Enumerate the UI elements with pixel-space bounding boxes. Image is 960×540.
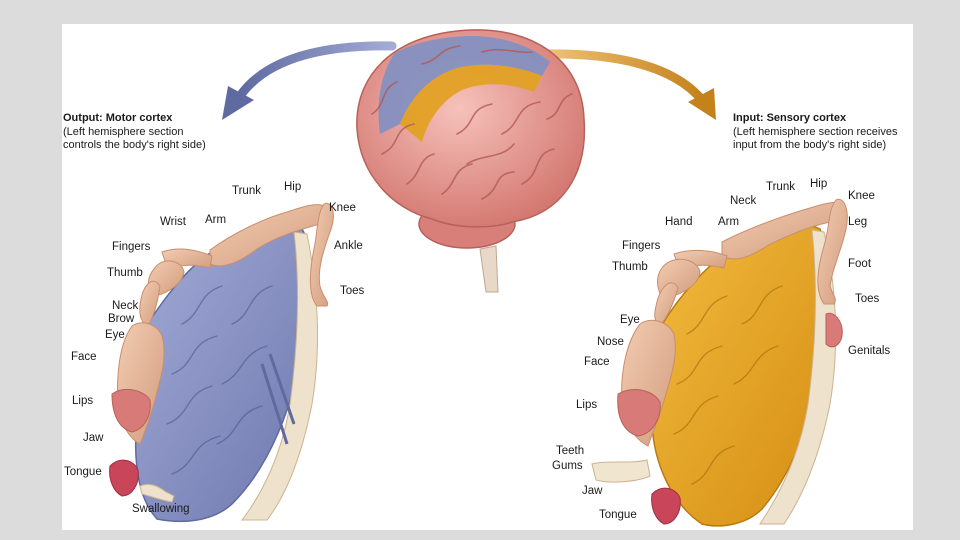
sensory-label-face: Face xyxy=(584,356,610,368)
sensory-label-eye: Eye xyxy=(620,314,640,326)
sensory-label-fingers: Fingers xyxy=(622,240,661,252)
sensory-label-hip: Hip xyxy=(810,178,828,190)
motor-label-toes: Toes xyxy=(340,285,365,297)
sensory-label-jaw: Jaw xyxy=(582,485,603,497)
sensory-label-leg: Leg xyxy=(848,216,868,228)
motor-label-fingers: Fingers xyxy=(112,241,151,253)
sensory-cortex-caption-line2: input from the body's right side) xyxy=(733,139,887,151)
motor-cortex-caption-line1: (Left hemisphere section xyxy=(63,125,184,138)
motor-label-hip: Hip xyxy=(284,181,302,193)
sensory-cortex-caption: Input: Sensory cortex (Left hemisphere s… xyxy=(733,112,897,153)
motor-cortex-title: Output: Motor cortex xyxy=(63,112,173,124)
sensory-label-lips: Lips xyxy=(576,399,598,411)
sensory-label-toes: Toes xyxy=(855,293,880,305)
motor-cortex-illustration xyxy=(109,202,334,523)
sensory-label-tongue: Tongue xyxy=(599,509,637,521)
sensory-label-foot: Foot xyxy=(848,258,872,270)
sensory-label-teeth: Teeth xyxy=(556,445,585,457)
motor-label-face: Face xyxy=(71,351,97,363)
motor-label-knee: Knee xyxy=(329,202,356,214)
motor-label-tongue: Tongue xyxy=(64,466,102,478)
sensory-label-arm: Arm xyxy=(718,216,740,228)
motor-label-lips: Lips xyxy=(72,395,94,407)
figure: Output: Motor cortex (Left hemisphere se… xyxy=(62,24,913,530)
brain-illustration xyxy=(356,29,586,293)
input-arrow xyxy=(537,49,716,120)
motor-label-brow: Brow xyxy=(108,313,135,325)
sensory-cortex-title: Input: Sensory cortex xyxy=(733,112,847,124)
sensory-label-hand: Hand xyxy=(665,216,693,228)
sensory-cortex-illustration xyxy=(591,198,848,527)
motor-label-trunk: Trunk xyxy=(232,185,261,197)
sensory-label-gums: Gums xyxy=(552,460,583,472)
sensory-label-neck: Neck xyxy=(730,195,757,207)
sensory-label-knee: Knee xyxy=(848,190,875,202)
motor-cortex-caption: Output: Motor cortex (Left hemisphere se… xyxy=(63,112,206,153)
sensory-label-genitals: Genitals xyxy=(848,345,891,357)
motor-label-eye: Eye xyxy=(105,329,125,341)
diagram-art xyxy=(109,29,848,527)
sensory-label-trunk: Trunk xyxy=(766,181,795,193)
motor-label-swallowing: Swallowing xyxy=(132,503,190,515)
output-arrow xyxy=(222,41,397,120)
motor-label-neck: Neck xyxy=(112,300,139,312)
sensory-label-thumb: Thumb xyxy=(612,261,648,273)
motor-label-thumb: Thumb xyxy=(107,267,143,279)
sensory-cortex-caption-line1: (Left hemisphere section receives xyxy=(733,125,898,138)
motor-label-arm: Arm xyxy=(205,214,227,226)
sensory-label-nose: Nose xyxy=(597,336,624,348)
motor-label-jaw: Jaw xyxy=(83,432,104,444)
motor-label-ankle: Ankle xyxy=(334,240,363,252)
motor-cortex-caption-line2: controls the body's right side) xyxy=(63,139,206,151)
motor-label-wrist: Wrist xyxy=(160,216,186,228)
